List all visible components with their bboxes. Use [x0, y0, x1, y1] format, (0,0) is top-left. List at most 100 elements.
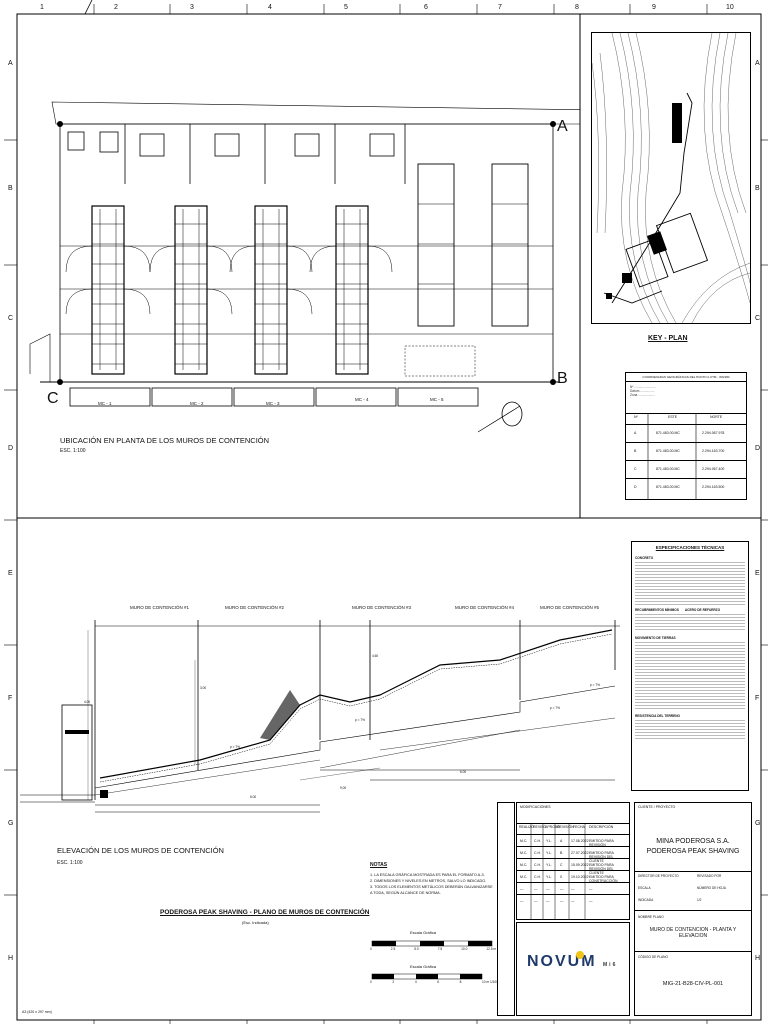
scale-bar-2: [371, 973, 483, 980]
note-item: 1. LA ESCALA GRÁFICA MOSTRADA ES PARA EL…: [370, 873, 485, 877]
elevation-dim: 4.60: [372, 654, 379, 658]
key-plan-map: [591, 32, 751, 324]
grid-row-h: H: [8, 955, 14, 962]
logo-sun-icon: [576, 951, 584, 959]
elevation-title: ELEVACIÓN DE LOS MUROS DE CONTENCIÓN: [57, 846, 224, 855]
specs-acero: ACERO DE REFUERZO: [684, 608, 721, 612]
specs-movimiento: MOVIMIENTO DE TIERRAS: [635, 636, 676, 640]
coordinates-table: COORDENADAS GEOGRÁFICAS DEL PUNTO A UTM …: [625, 372, 747, 500]
title-block: CLIENTE / PROYECTO MINA PODEROSA S.A. PO…: [634, 802, 752, 1016]
plan-view-drawing: [29, 101, 580, 433]
axis-label-c: C: [47, 390, 59, 407]
scale-bar-label-2: Escala Gráfica: [410, 964, 437, 969]
grid-row-c: C: [8, 315, 14, 322]
wall-label-mc4: MC - 4: [355, 397, 369, 402]
notes-list: 1. LA ESCALA GRÁFICA MOSTRADA ES PARA EL…: [370, 872, 495, 896]
project-name: PODEROSA PEAK SHAVING: [646, 848, 740, 855]
grid-row-g-right: G: [755, 820, 761, 827]
elevation-slope: p = 7%: [550, 706, 561, 710]
revisions-header: MODIFICACIONES: [520, 805, 551, 809]
axis-label-a: A: [557, 118, 568, 135]
specs-concreto: CONCRETO: [635, 556, 654, 560]
revisions-col-header: REALIZÓ REVISÓ APROBÓ REVISIÓN FECHA DES…: [517, 823, 629, 834]
drawing-title: PODEROSA PEAK SHAVING - PLANO DE MUROS D…: [160, 909, 370, 916]
grid-row-a-right: A: [755, 60, 760, 67]
coords-row: C 871.483.00.MC 2.294.067.400: [626, 460, 746, 479]
coords-meta: Nº ........................Datum .......…: [630, 385, 656, 397]
grid-col-4: 4: [268, 4, 272, 11]
technical-specs: ESPECIFICACIONES TÉCNICAS CONCRETO RECUB…: [631, 541, 749, 791]
notes-title: NOTAS: [370, 862, 388, 868]
grid-row-b: B: [8, 185, 13, 192]
specs-movimiento-text: [635, 640, 745, 710]
elevation-scale: ESC. 1:100: [57, 860, 83, 866]
grid-col-8: 8: [575, 4, 579, 11]
grid-col-6: 6: [424, 4, 428, 11]
elevation-wall-label-2: MURO DE CONTENCIÓN #2: [225, 605, 285, 610]
elevation-drawing: [20, 620, 620, 813]
drawing-subtitle: (Esc. Indicada): [242, 920, 269, 925]
grid-row-b-right: B: [755, 185, 760, 192]
grid-row-f: F: [8, 695, 13, 702]
logo-sub: Mi6: [603, 962, 618, 968]
revisions-table: MODIFICACIONES REALIZÓ REVISÓ APROBÓ REV…: [516, 802, 630, 920]
coords-grid-lines: [647, 413, 697, 499]
note-item: 2. DIMENSIONES Y NIVELES EN METROS, SALV…: [370, 879, 487, 883]
specs-resistencia: RESISTENCIA DEL TERRENO: [635, 714, 680, 718]
specs-acero-text: [635, 612, 745, 630]
elevation-wall-label-5: MURO DE CONTENCIÓN #5: [540, 605, 600, 610]
grid-row-h-right: H: [755, 955, 761, 962]
grid-row-f-right: F: [755, 695, 760, 702]
revision-row: ——————: [517, 882, 629, 895]
grid-col-5: 5: [344, 4, 348, 11]
elevation-wall-label-3: MURO DE CONTENCIÓN #3: [352, 605, 412, 610]
company-logo-box: NOVUM Mi6: [516, 922, 630, 1016]
grid-row-e-right: E: [755, 570, 760, 577]
grid-col-10: 10: [726, 4, 734, 11]
grid-row-a: A: [8, 60, 13, 67]
format-label: A3 (420 x 297 mm): [22, 1010, 52, 1014]
grid-row-e: E: [8, 570, 13, 577]
specs-recubrimientos: RECUBRIMIENTOS MÍNIMOS: [635, 608, 679, 612]
grid-col-3: 3: [190, 4, 194, 11]
specs-concreto-text: [635, 560, 745, 605]
grid-col-9: 9: [652, 4, 656, 11]
coords-row: D 871.483.00.MC 2.294.163.500: [626, 478, 746, 497]
grid-row-g: G: [8, 820, 14, 827]
key-plan-contours: [592, 33, 750, 323]
elevation-slope: p = 7%: [230, 745, 241, 749]
wall-label-mc1: MC - 1: [98, 401, 112, 406]
wall-label-mc2: MC - 2: [190, 401, 204, 406]
specs-resistencia-text: [635, 718, 745, 740]
coords-row: B 871.483.00.MC 2.294.163.700: [626, 442, 746, 461]
plan-name-label: NOMBRE PLANO: [638, 915, 664, 919]
client-name: MINA PODEROSA S.A.: [656, 838, 730, 845]
grid-row-d: D: [8, 445, 14, 452]
drawing-code: MIG-21-B28-CIV-PL-001: [662, 981, 724, 987]
logo-text: NOVUM: [527, 953, 597, 970]
elevation-dim: 4.00: [84, 700, 91, 704]
title-block-project-label: CLIENTE / PROYECTO: [638, 805, 676, 809]
note-item: 3. TODOS LOS ELEMENTOS METÁLICOS DEBERÁN…: [370, 885, 493, 895]
grid-row-d-right: D: [755, 445, 761, 452]
elevation-wall-label-4: MURO DE CONTENCIÓN #4: [455, 605, 515, 610]
axis-label-b: B: [557, 370, 568, 387]
scale-bar-label-1: Escala Gráfica: [410, 930, 437, 935]
revisions-grid: [530, 823, 586, 919]
wall-label-mc5: MC - 5: [430, 397, 444, 402]
elevation-wall-label-1: MURO DE CONTENCIÓN #1: [130, 605, 190, 610]
plan-name: MURO DE CONTENCION - PLANTA Y ELEVACION: [649, 927, 737, 939]
coords-col-header: Nº ESTE NORTE: [626, 413, 746, 424]
company-logo: NOVUM Mi6: [527, 953, 617, 971]
elevation-slope: p = 7%: [355, 718, 366, 722]
drawing-code-label: CÓDIGO DE PLANO: [638, 955, 668, 959]
wall-label-mc3: MC - 3: [266, 401, 280, 406]
